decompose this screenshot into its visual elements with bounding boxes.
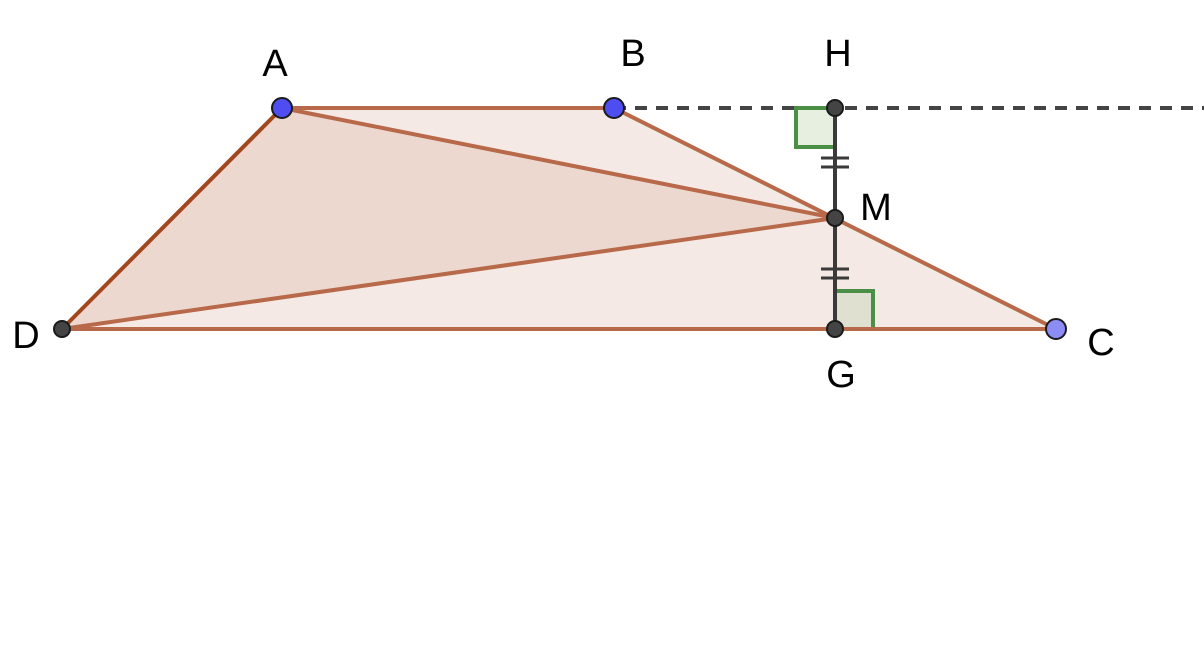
label-d: D [12,315,39,357]
label-m: M [860,187,892,229]
label-h: H [824,33,851,75]
label-c: C [1087,322,1114,364]
point-a[interactable] [271,97,293,119]
point-g[interactable] [826,320,844,338]
point-d[interactable] [53,320,71,338]
segment-md [61,216,836,331]
tick-marks-hm [821,156,849,169]
label-g: G [826,354,856,396]
label-b: B [620,33,645,75]
point-b[interactable] [603,97,625,119]
segment-da [60,106,284,331]
tick-marks-mg [821,267,849,280]
point-m[interactable] [826,209,844,227]
segment-am [281,106,836,220]
triangle-amd [62,108,835,329]
point-h[interactable] [826,99,844,117]
label-a: A [262,43,288,85]
point-c[interactable] [1045,318,1067,340]
